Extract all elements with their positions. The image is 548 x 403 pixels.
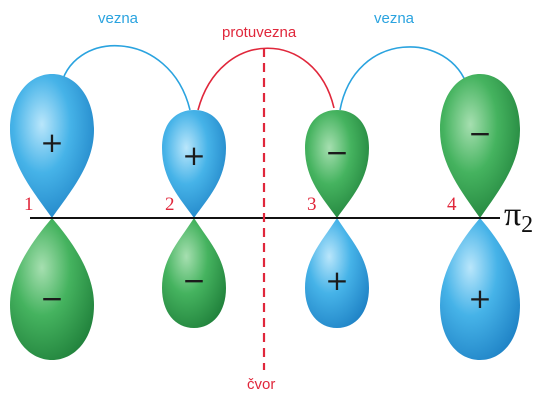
- lobe-1-top: [10, 74, 94, 218]
- sign-2-bottom: −: [182, 264, 205, 297]
- lobe-2-top: [162, 110, 226, 218]
- sign-2-top: +: [182, 139, 205, 172]
- sign-4-top: −: [468, 117, 491, 150]
- orbital-index: 2: [521, 212, 534, 238]
- orbital-symbol: π: [504, 196, 522, 233]
- sign-4-bottom: +: [468, 282, 491, 315]
- sign-3-bottom: +: [325, 264, 348, 297]
- atom-number-1: 1: [24, 194, 34, 215]
- bonding-label-left: vezna: [98, 10, 139, 27]
- lobe-4-top: [440, 74, 520, 218]
- lobe-4-bottom: [440, 218, 520, 360]
- bonding-arc-right: [339, 46, 469, 111]
- bonding-label-right: vezna: [374, 10, 415, 27]
- lobe-3-bottom: [305, 218, 369, 328]
- bonding-arc-left: [59, 45, 191, 111]
- orbital-label: π2: [504, 196, 533, 239]
- sign-1-bottom: −: [40, 282, 63, 315]
- antibonding-arc: [197, 47, 335, 111]
- node-label: čvor: [247, 376, 276, 393]
- sign-1-top: +: [40, 126, 63, 159]
- lobe-2-bottom: [162, 218, 226, 328]
- sign-3-top: −: [325, 136, 348, 169]
- atom-number-4: 4: [447, 194, 457, 215]
- antibonding-label: protuvezna: [222, 24, 297, 41]
- atom-number-2: 2: [165, 194, 175, 215]
- lobe-1-bottom: [10, 218, 94, 360]
- lobe-3-top: [305, 110, 369, 218]
- atom-number-3: 3: [307, 194, 317, 215]
